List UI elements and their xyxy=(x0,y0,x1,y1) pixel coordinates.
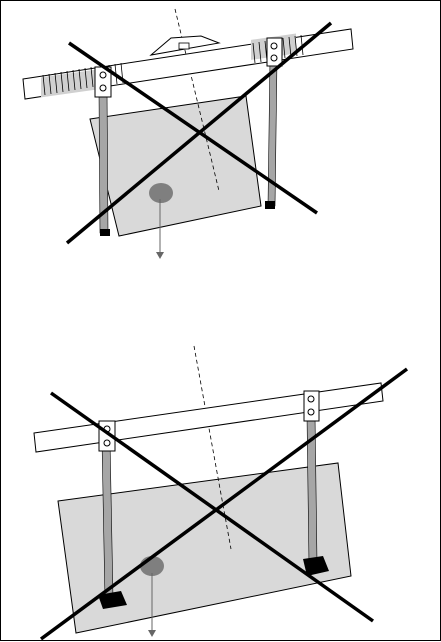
top-panel xyxy=(22,8,354,259)
cross-stroke-2 xyxy=(65,21,333,245)
right-strap-foot xyxy=(265,201,275,209)
left-spring-coils xyxy=(41,62,124,98)
right-clip xyxy=(266,37,283,67)
cross-stroke-2 xyxy=(39,367,409,641)
gravity-arrow-head xyxy=(156,252,164,259)
hanging-rail xyxy=(33,382,384,453)
left-strap-foot xyxy=(98,591,127,609)
center-of-gravity xyxy=(149,183,173,203)
left-strap-foot xyxy=(100,229,110,236)
hanging-board xyxy=(57,462,352,634)
bottom-panel xyxy=(33,345,409,641)
center-bracket-slot xyxy=(178,42,190,50)
hanging-board xyxy=(89,95,262,237)
left-clip xyxy=(94,66,112,98)
right-strap-foot xyxy=(303,556,329,576)
right-clip xyxy=(303,390,320,422)
cross-stroke-1 xyxy=(68,41,318,215)
cross-stroke-1 xyxy=(49,391,375,623)
gravity-arrow-head xyxy=(148,630,156,637)
